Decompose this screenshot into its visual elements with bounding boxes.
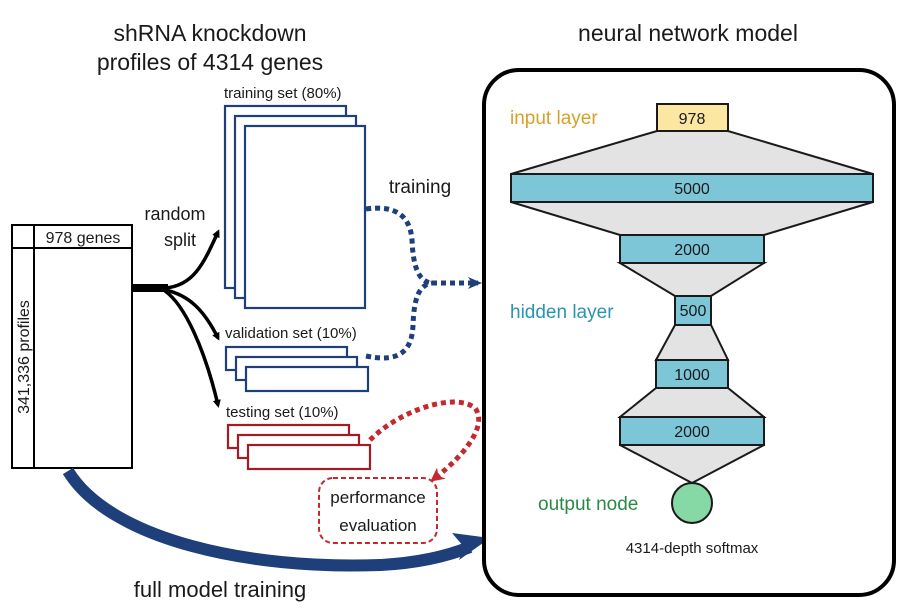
hidden-layer-5-box xyxy=(619,416,765,446)
left-title-line1: shRNA knockdown xyxy=(113,20,306,46)
random-split-label-line2: split xyxy=(164,230,196,250)
performance-evaluation-box xyxy=(318,477,438,544)
hidden-layers xyxy=(510,173,874,446)
random-split-label-line1: random xyxy=(144,204,205,224)
split-arrow-testing xyxy=(163,289,221,408)
hidden-layer-1-units: 5000 xyxy=(674,181,710,198)
split-arrow-validation xyxy=(164,288,220,341)
left-title-line2: profiles of 4314 genes xyxy=(97,49,323,75)
training-set-label: training set (80%) xyxy=(224,85,342,102)
full-training-label: full model training xyxy=(134,577,306,602)
matrix-rows-label: 341,336 profiles xyxy=(16,300,33,414)
testing-set-stack xyxy=(226,423,372,471)
hidden-layer-5-units: 2000 xyxy=(674,424,710,441)
training-flow-label: training xyxy=(389,177,451,198)
matrix-frame xyxy=(11,224,133,469)
split-arrow-training xyxy=(164,229,220,290)
hidden-layer-3-box xyxy=(674,295,712,326)
hidden-layer-4-box xyxy=(655,359,729,389)
performance-evaluation-line2: evaluation xyxy=(339,516,417,535)
data-matrix: 978 genes 341,336 profiles xyxy=(11,224,133,469)
hidden-layer-1-box xyxy=(510,173,874,203)
validation-set-stack xyxy=(224,345,370,393)
training-flow-arrow xyxy=(365,205,482,361)
input-layer-label: input layer xyxy=(510,108,598,129)
hidden-layer-2-box xyxy=(619,234,765,264)
hidden-layer-2-units: 2000 xyxy=(674,242,710,259)
output-node-label: output node xyxy=(538,494,638,515)
input-layer-units: 978 xyxy=(679,111,706,128)
hidden-layer-label: hidden layer xyxy=(510,302,614,323)
full-training-arrow xyxy=(62,467,473,572)
performance-evaluation-line1: performance xyxy=(330,488,425,507)
hidden-layer-4-units: 1000 xyxy=(674,367,710,384)
hidden-layer-3-units: 500 xyxy=(680,303,707,320)
output-caption: 4314-depth softmax xyxy=(626,540,759,557)
training-set-stack xyxy=(223,104,367,310)
output-node xyxy=(671,482,713,524)
evaluation-flow-arrow xyxy=(368,399,482,482)
input-layer-box xyxy=(656,103,729,132)
matrix-columns-label: 978 genes xyxy=(46,230,121,247)
testing-set-label: testing set (10%) xyxy=(226,404,339,421)
random-split-arrows xyxy=(132,229,221,408)
right-title: neural network model xyxy=(578,20,798,46)
validation-set-label: validation set (10%) xyxy=(225,325,357,342)
full-training-arrowhead xyxy=(452,533,490,560)
